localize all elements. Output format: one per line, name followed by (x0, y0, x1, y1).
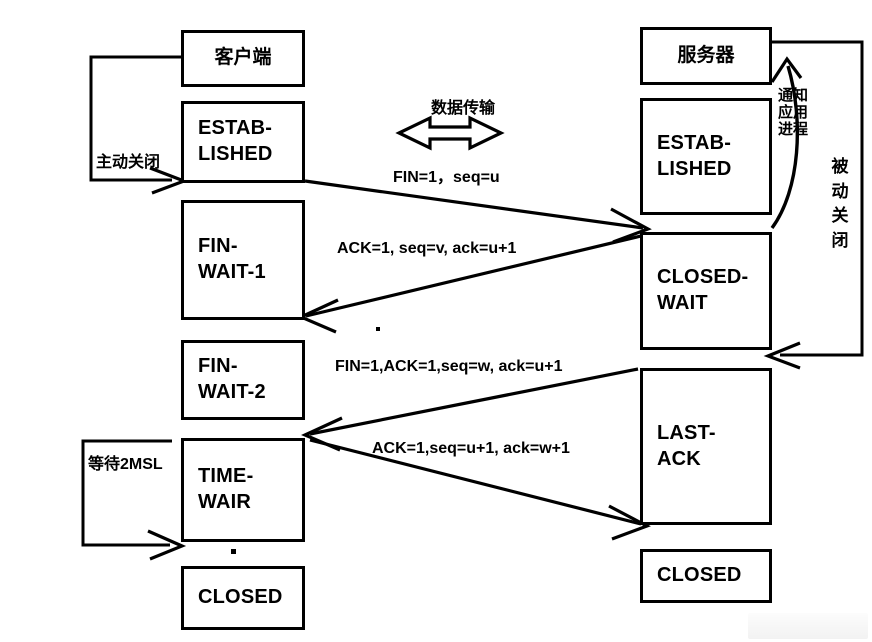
passive-close-char-4: 闭 (831, 230, 849, 250)
passive-close-char-1: 被 (831, 157, 849, 176)
state-line-1: FIN- (198, 355, 238, 378)
client-state-fin-wait-2: FIN- WAIT-2 (181, 340, 305, 420)
state-line-1: CLOSED (198, 586, 283, 609)
stray-dot-lower (231, 549, 236, 554)
passive-close-char-3: 关 (831, 206, 849, 226)
state-line-1: LAST- (657, 421, 716, 444)
message-arrow-fin-ack (301, 367, 639, 452)
client-state-time-wait: TIME- WAIR (181, 438, 305, 542)
client-state-closed: CLOSED (181, 566, 305, 630)
state-line-2: LISHED (657, 157, 732, 180)
active-close-label: 主动关闭 (96, 154, 161, 171)
data-transfer-arrow (395, 115, 505, 151)
state-line-1: CLOSED- (657, 266, 749, 289)
state-line-2: WAIT-2 (198, 381, 266, 403)
wait-2msl-label: 等待2MSL (88, 456, 163, 473)
notify-app-label: 通知 应用 进程 (778, 87, 809, 138)
state-line-1: CLOSED (657, 564, 742, 587)
server-header-box: 服务器 (640, 27, 772, 85)
state-line-1: TIME- (198, 465, 254, 488)
wait-2msl-bracket (81, 439, 187, 561)
state-line-2: WAIT (657, 292, 708, 314)
message-arrow-ack-final (309, 438, 651, 541)
notify-app-line-3: 进程 (778, 120, 809, 138)
passive-close-label: 被 动 关 闭 (829, 155, 851, 254)
notify-app-line-1: 通知 (778, 87, 809, 104)
client-state-fin-wait-1: FIN- WAIT-1 (181, 200, 305, 320)
client-header-label: 客户端 (214, 47, 272, 69)
watermark (748, 613, 868, 639)
server-state-last-ack: LAST- ACK (640, 368, 772, 525)
state-line-2: WAIR (198, 491, 252, 513)
notify-app-line-2: 应用 (778, 103, 809, 121)
server-state-closed-wait: CLOSED- WAIT (640, 232, 772, 350)
passive-close-char-2: 动 (831, 181, 849, 201)
server-state-closed: CLOSED (640, 549, 772, 603)
state-line-2: ACK (657, 447, 701, 470)
notify-app-curve-arrow (770, 56, 803, 230)
state-line-1: ESTAB- (198, 117, 273, 140)
state-line-2: WAIT-1 (198, 261, 266, 283)
message-label-ack-final: ACK=1,seq=u+1, ack=w+1 (372, 440, 570, 457)
state-line-2: LISHED (198, 143, 273, 165)
state-line-1: FIN- (198, 235, 238, 258)
server-header-label: 服务器 (677, 44, 735, 66)
active-close-bracket (89, 55, 189, 195)
stray-dot-upper (376, 327, 380, 331)
client-header-box: 客户端 (181, 30, 305, 87)
passive-close-bracket (763, 40, 864, 370)
client-state-established: ESTAB- LISHED (181, 101, 305, 183)
message-label-fin-ack: FIN=1,ACK=1,seq=w, ack=u+1 (335, 358, 563, 375)
message-label-ack-1: ACK=1, seq=v, ack=u+1 (337, 240, 517, 257)
message-arrow-fin-1 (304, 179, 652, 244)
state-line-1: ESTAB- (657, 131, 732, 154)
server-state-established: ESTAB- LISHED (640, 98, 772, 215)
data-transfer-label: 数据传输 (431, 100, 496, 117)
message-label-fin-1: FIN=1，seq=u (393, 169, 500, 186)
